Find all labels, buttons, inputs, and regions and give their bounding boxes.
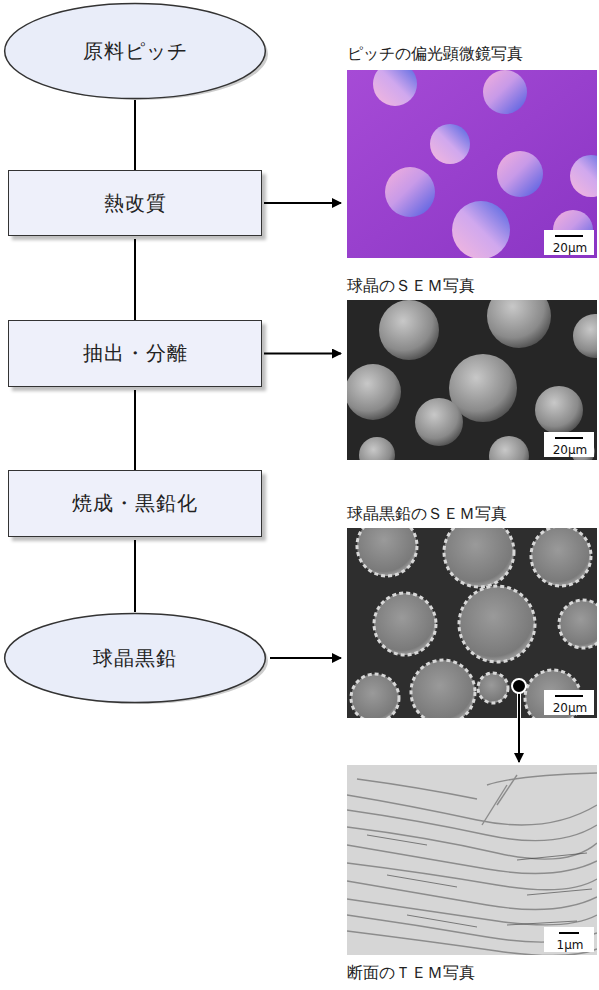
step-label: 焼成・黒鉛化: [72, 490, 198, 517]
process-box: 熱改質: [8, 170, 262, 236]
photo-caption: 球晶のＳＥＭ写真: [347, 276, 475, 297]
scale-label: 20μm: [546, 701, 594, 715]
tem-cross-section: [347, 765, 597, 955]
process-box: 抽出・分離: [8, 320, 262, 387]
arrow-connector: [264, 202, 341, 204]
flow-line: [134, 100, 136, 170]
step-label: 原料ピッチ: [83, 38, 188, 65]
photo-caption: 球晶黒鉛のＳＥＭ写真: [347, 504, 507, 525]
scale-label: 20μm: [546, 443, 594, 457]
scale-label: 1μm: [546, 938, 594, 952]
step-label: 熱改質: [104, 190, 167, 217]
scale-label: 20μm: [546, 241, 594, 255]
terminal-ellipse: 原料ピッチ: [2, 2, 268, 100]
photo-caption: 断面のＴＥＭ写真: [347, 963, 475, 984]
flow-line: [134, 390, 136, 470]
sem-spheres: [347, 300, 597, 460]
photo-panel: 球晶黒鉛のＳＥＭ写真 20μm: [347, 500, 597, 718]
process-box: 焼成・黒鉛化: [8, 470, 262, 537]
step-label: 球晶黒鉛: [93, 645, 177, 672]
photo-panel: 断面のＴＥＭ写真 1μm: [347, 765, 597, 987]
photo-panel: ピッチの偏光顕微鏡写真 20μm: [347, 40, 597, 258]
photo-panel: 球晶のＳＥＭ写真 20μm: [347, 272, 597, 460]
step-label: 抽出・分離: [83, 340, 188, 367]
arrow-connector: [518, 718, 520, 762]
sem-graphite-spheres: [347, 528, 597, 718]
arrow-connector: [270, 657, 341, 659]
arrow-connector: [264, 353, 341, 355]
flow-line: [134, 239, 136, 320]
flow-line: [134, 540, 136, 612]
polarized-micrograph: [347, 70, 597, 258]
terminal-ellipse: 球晶黒鉛: [2, 612, 268, 704]
photo-caption: ピッチの偏光顕微鏡写真: [347, 44, 523, 65]
